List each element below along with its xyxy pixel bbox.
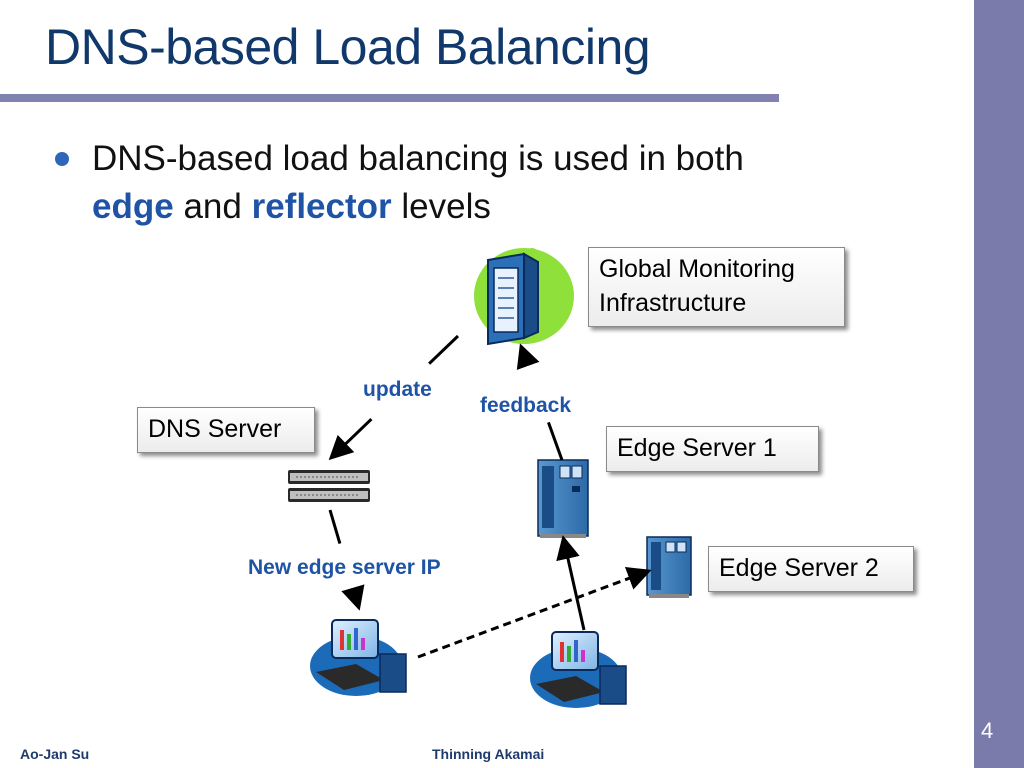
slide-title: DNS-based Load Balancing [45,19,651,75]
global-monitor-server-icon [474,248,574,346]
bullet-line-2: edge and reflector levels [92,187,491,227]
dns-server-box: DNS Server [137,407,315,453]
feedback-label: feedback [480,394,572,417]
bullet-edge-word: edge [92,187,174,226]
edge-server-1-icon [537,459,589,538]
bullet-levels-word: levels [401,187,491,226]
edge-server-2-icon [646,536,692,598]
slide-sidebar [974,0,1024,768]
client1-to-edge2-dashed-arrow [417,567,652,659]
page-number: 4 [981,718,994,743]
title-underline [0,94,779,102]
footer-author: Ao-Jan Su [20,746,90,762]
update-label: update [363,378,432,401]
client-computer-1-icon [310,619,407,696]
update-arrow [328,334,460,461]
global-monitoring-line-2: Infrastructure [599,289,747,317]
new-edge-server-ip-label: New edge server IP [248,556,441,579]
client-computer-2-icon [530,631,627,708]
global-monitoring-box: Global Monitoring Infrastructure [588,247,845,327]
global-monitoring-line-1: Global Monitoring [599,255,795,283]
feedback-arrow [516,343,564,461]
dns-server-rack-icon [288,470,370,502]
client2-to-edge1-arrow [556,535,586,631]
footer-center-title: Thinning Akamai [432,746,545,762]
bullet-reflector-word: reflector [251,187,392,226]
edge-server-2-box: Edge Server 2 [708,546,914,592]
bullet-dot [55,152,69,166]
dns-to-client-arrow [328,509,365,611]
edge-server-1-box: Edge Server 1 [606,426,819,472]
bullet-and-word: and [183,187,242,226]
bullet-line-1: DNS-based load balancing is used in both [92,139,744,178]
